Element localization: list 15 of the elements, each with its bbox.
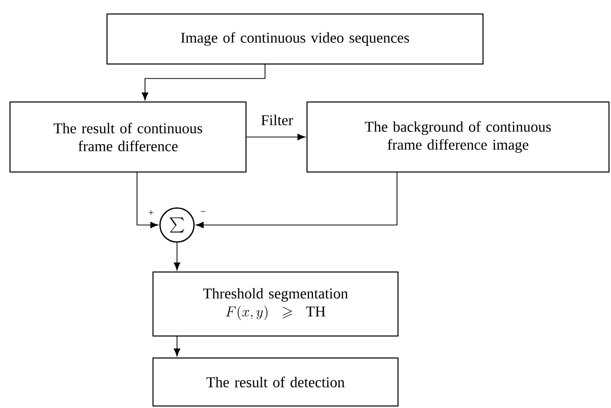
process-box: Threshold segmentation $F(x,y)\geqslant \mathrm{TH}$ — [152, 272, 398, 336]
summing-junction: $\sum$ — [159, 207, 195, 243]
edge-label: − — [200, 211, 206, 212]
arrow — [136, 172, 158, 228]
arrow — [142, 64, 266, 100]
arrow — [246, 134, 306, 140]
arrow — [174, 242, 180, 270]
process-box: The result of detection — [152, 358, 398, 406]
process-box: The result of continuous frame difference — [10, 102, 246, 172]
arrow — [196, 172, 398, 228]
edge-label: + — [148, 210, 154, 215]
process-box: Image of continuous video sequences — [106, 14, 484, 64]
process-box: The background of continuous frame difference image — [306, 102, 610, 172]
edge-label: Filter — [261, 114, 294, 126]
arrow — [174, 336, 180, 356]
